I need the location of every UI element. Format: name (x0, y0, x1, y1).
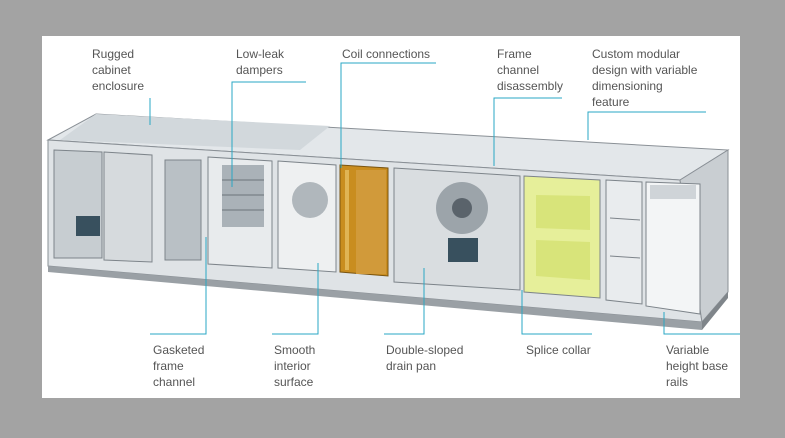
label-double-sloped-drain-pan: Double-sloped drain pan (386, 343, 464, 373)
callout-line-frame-disassembly (493, 97, 562, 166)
label-splice-collar: Splice collar (526, 343, 591, 357)
section-panels (605, 179, 643, 305)
label-custom-modular-design: Custom modular design with variable dime… (592, 47, 698, 109)
section-media (523, 175, 601, 299)
callout-line-smooth (272, 263, 319, 335)
callout-line-coil (340, 62, 436, 168)
section-fan-2 (393, 167, 521, 291)
callout-lines (149, 62, 740, 335)
section-mixing (277, 160, 337, 273)
damper-blades (222, 165, 264, 227)
label-coil-connections: Coil connections (342, 47, 431, 61)
motor-1 (76, 216, 100, 236)
base-rail (48, 266, 702, 330)
label-rugged-cabinet-enclosure: Rugged cabinet enclosure (92, 47, 145, 93)
section-coil (339, 164, 389, 277)
label-smooth-interior-surface: Smooth interior surface (274, 343, 316, 389)
callout-line-dampers (231, 81, 306, 187)
cabinet-roof-shade (60, 114, 330, 150)
callout-line-rails (663, 312, 740, 335)
callout-line-custom (587, 111, 706, 140)
base-rail-end (702, 292, 728, 330)
section-dampers (207, 156, 273, 269)
label-gasketed-frame-channel: Gasketed frame channel (153, 343, 205, 389)
callout-line-splice (521, 290, 592, 335)
label-frame-channel-disassembly: Frame channel disassembly (497, 47, 564, 93)
callout-line-drain (384, 268, 425, 335)
callout-line-gasketed (150, 237, 207, 335)
fan-wheel-2 (292, 182, 328, 218)
label-variable-height-base-rails: Variable height base rails (666, 343, 729, 389)
label-low-leak-dampers: Low-leak dampers (236, 47, 285, 77)
motor-2 (448, 238, 478, 262)
section-end-discharge (645, 181, 701, 315)
section-filter (103, 151, 202, 263)
